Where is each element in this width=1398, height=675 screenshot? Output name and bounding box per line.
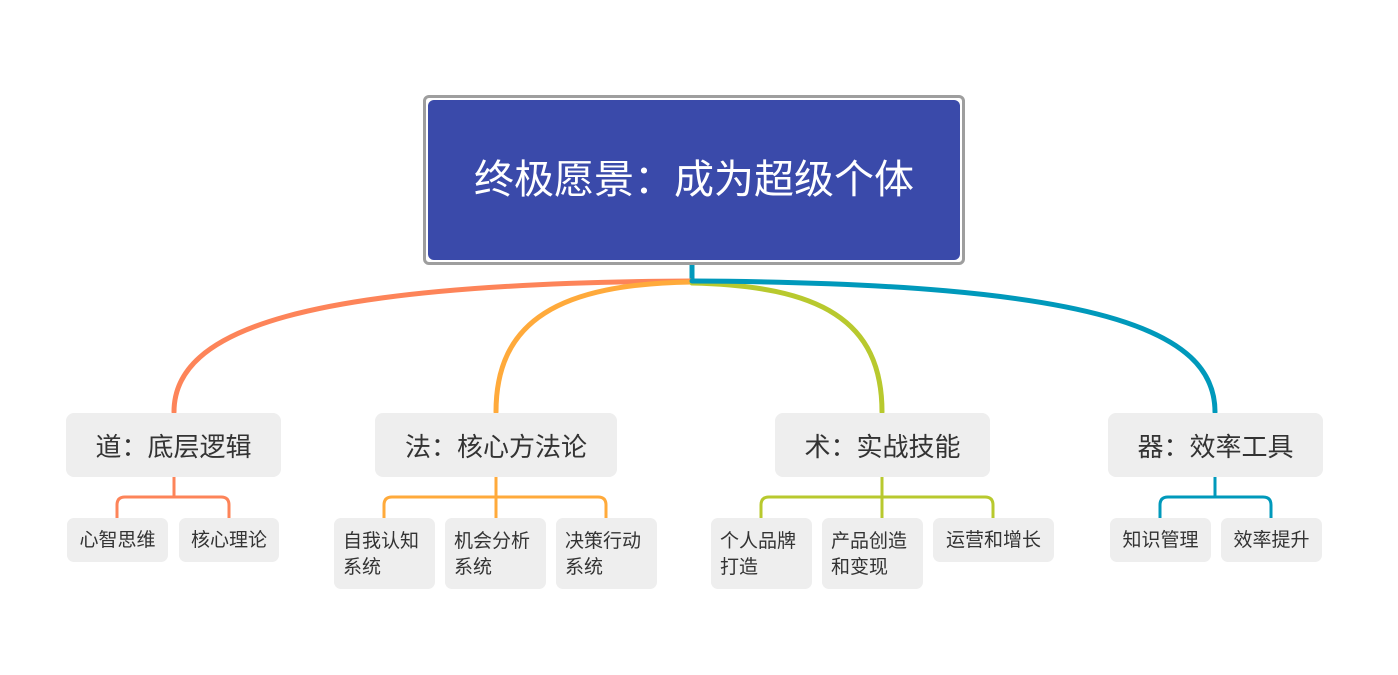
sub-node[interactable]: 心智思维 [67,518,168,562]
sub-node[interactable]: 产品创造和变现 [822,518,923,589]
branch-dao[interactable]: 道：底层逻辑 [66,413,281,477]
branch-shu[interactable]: 术：实战技能 [775,413,990,477]
sub-node[interactable]: 核心理论 [179,518,279,562]
sub-node[interactable]: 效率提升 [1221,518,1322,562]
sub-connector-bar [759,495,995,520]
branch-curve [689,280,885,415]
sub-node[interactable]: 个人品牌打造 [711,518,812,589]
sub-node[interactable]: 运营和增长 [933,518,1054,562]
root-title: 终极愿景：成为超级个体 [428,100,960,260]
sub-node[interactable]: 知识管理 [1110,518,1211,562]
root-node[interactable]: 终极愿景：成为超级个体 [423,95,965,265]
sub-connector-bar [115,495,231,520]
sub-node[interactable]: 决策行动系统 [556,518,657,589]
sub-connector-bar [1158,495,1273,520]
branch-qi[interactable]: 器：效率工具 [1108,413,1323,477]
branch-fa[interactable]: 法：核心方法论 [375,413,617,477]
branch-curve [493,279,695,415]
branch-curve [689,278,1218,415]
sub-node[interactable]: 机会分析系统 [445,518,546,589]
sub-node[interactable]: 自我认知系统 [334,518,435,589]
branch-curve [171,278,695,415]
